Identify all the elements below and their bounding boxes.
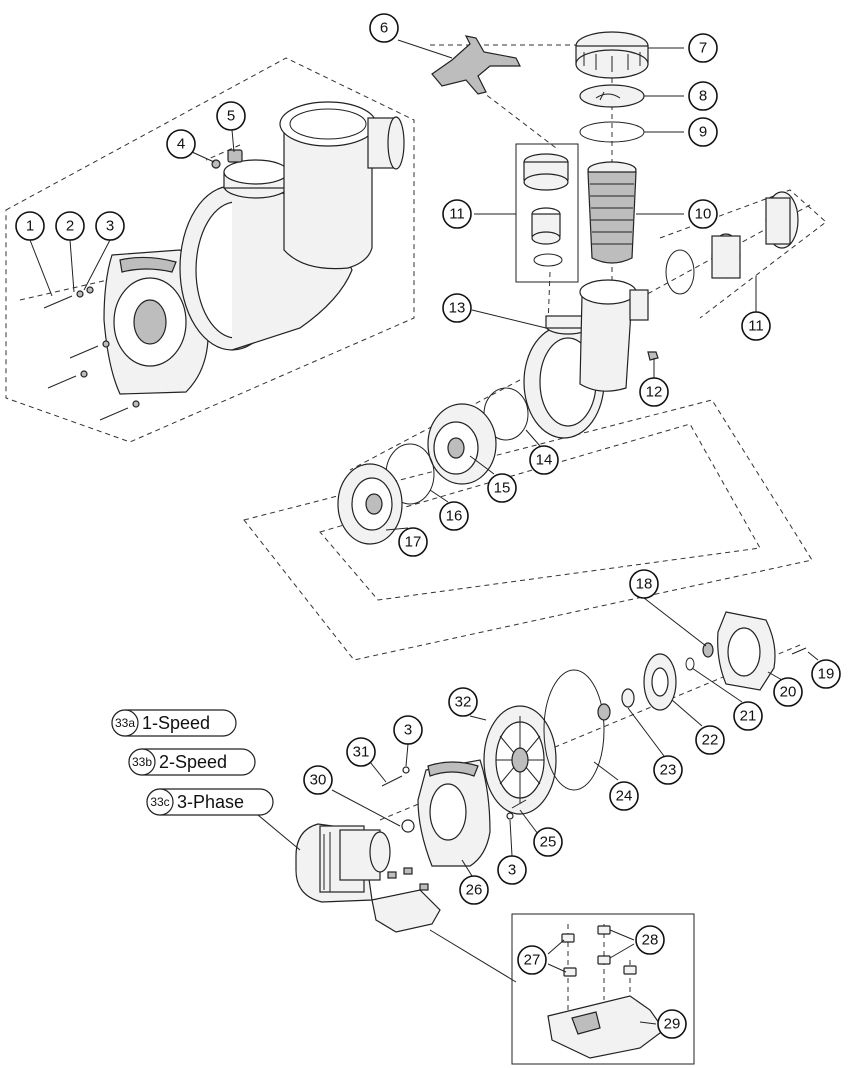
diffuser-parts [337,387,529,545]
union-kit-outline-right [659,189,827,319]
callout-30: 30 [303,765,333,795]
callout-6: 6 [369,13,399,43]
callout-4: 4 [166,129,196,159]
callout-24: 24 [609,781,639,811]
svg-text:11: 11 [748,318,764,335]
svg-text:24: 24 [616,788,633,805]
svg-text:9: 9 [699,124,707,141]
svg-text:1: 1 [26,218,34,235]
svg-text:30: 30 [310,772,327,789]
svg-text:4: 4 [177,136,185,153]
callout-32: 32 [448,687,478,717]
motor-assembly [295,611,807,983]
motor-option-1-speed: 33a 1-Speed [111,709,237,737]
callout-13: 13 [442,293,472,323]
callout-17: 17 [398,527,428,557]
svg-text:11: 11 [449,206,465,223]
svg-text:15: 15 [494,480,511,497]
callout-5: 5 [216,101,246,131]
svg-text:27: 27 [524,952,541,969]
svg-text:22: 22 [702,732,719,749]
svg-text:5: 5 [227,108,235,125]
callout-3-mid: 3 [393,715,423,745]
svg-text:20: 20 [780,684,797,701]
motor-options: 33a 1-Speed 33b 2-Speed 33c 3-Phase [111,709,274,816]
svg-text:26: 26 [466,882,483,899]
terminal-board-inset [511,913,695,1065]
callout-21: 21 [733,701,763,731]
callout-11-left: 11 [442,199,472,229]
housing-assembly-outline [5,57,415,443]
svg-text:16: 16 [446,508,463,525]
svg-text:3: 3 [508,862,516,879]
callout-3-top: 3 [95,211,125,241]
callout-25: 25 [533,827,563,857]
callouts: 1 2 3 4 5 6 7 8 9 10 11 11 12 13 14 15 1… [15,13,841,1039]
motor-option-3-phase: 33c 3-Phase [146,788,274,816]
axis-wrench [479,89,557,149]
svg-text:19: 19 [818,666,835,683]
callout-19: 19 [811,659,841,689]
svg-text:21: 21 [740,708,757,725]
leader-lines [29,39,819,1025]
svg-text:31: 31 [353,744,370,761]
callout-22: 22 [695,725,725,755]
svg-text:17: 17 [405,534,422,551]
group-outlines [5,44,827,821]
callout-1: 1 [15,211,45,241]
svg-text:12: 12 [646,384,663,401]
svg-text:28: 28 [642,932,659,949]
callout-29: 29 [657,1009,687,1039]
callout-12: 12 [639,377,669,407]
svg-text:1-Speed: 1-Speed [142,713,210,733]
callout-16: 16 [439,501,469,531]
lid-wrench-icon [431,35,521,95]
svg-text:10: 10 [695,206,712,223]
callout-7: 7 [688,33,718,63]
callout-2: 2 [55,211,85,241]
motor-option-2-speed: 33b 2-Speed [128,748,256,776]
svg-text:33c: 33c [150,795,169,809]
svg-text:2: 2 [66,218,74,235]
svg-text:13: 13 [449,300,466,317]
callout-11-right: 11 [741,311,771,341]
svg-text:32: 32 [455,694,472,711]
svg-text:14: 14 [536,452,553,469]
axis-drain-plug [205,144,241,161]
callout-28: 28 [635,925,665,955]
svg-text:3: 3 [404,722,412,739]
callout-23: 23 [653,755,683,785]
diffuser-assembly-outline [243,399,813,661]
svg-text:25: 25 [540,834,557,851]
callout-27: 27 [517,945,547,975]
callout-8: 8 [688,81,718,111]
lid-and-basket-exploded [431,31,799,439]
svg-text:8: 8 [699,88,707,105]
svg-text:3: 3 [106,218,114,235]
callout-3-bottom: 3 [497,855,527,885]
svg-text:29: 29 [664,1016,681,1033]
callout-18: 18 [629,569,659,599]
callout-10: 10 [688,199,718,229]
diffuser-inner-outline [319,423,761,601]
callout-20: 20 [773,677,803,707]
pump-housing-exploded [43,101,405,421]
callout-9: 9 [688,117,718,147]
callout-14: 14 [529,445,559,475]
callout-31: 31 [346,737,376,767]
callout-26: 26 [459,875,489,905]
svg-text:6: 6 [380,20,388,37]
svg-text:3-Phase: 3-Phase [177,792,244,812]
svg-text:33a: 33a [115,716,135,730]
svg-text:2-Speed: 2-Speed [159,752,227,772]
svg-text:7: 7 [699,40,707,57]
callout-15: 15 [487,473,517,503]
svg-text:33b: 33b [132,755,152,769]
housing-bolts [43,286,140,421]
svg-text:18: 18 [636,576,653,593]
svg-text:23: 23 [660,762,677,779]
